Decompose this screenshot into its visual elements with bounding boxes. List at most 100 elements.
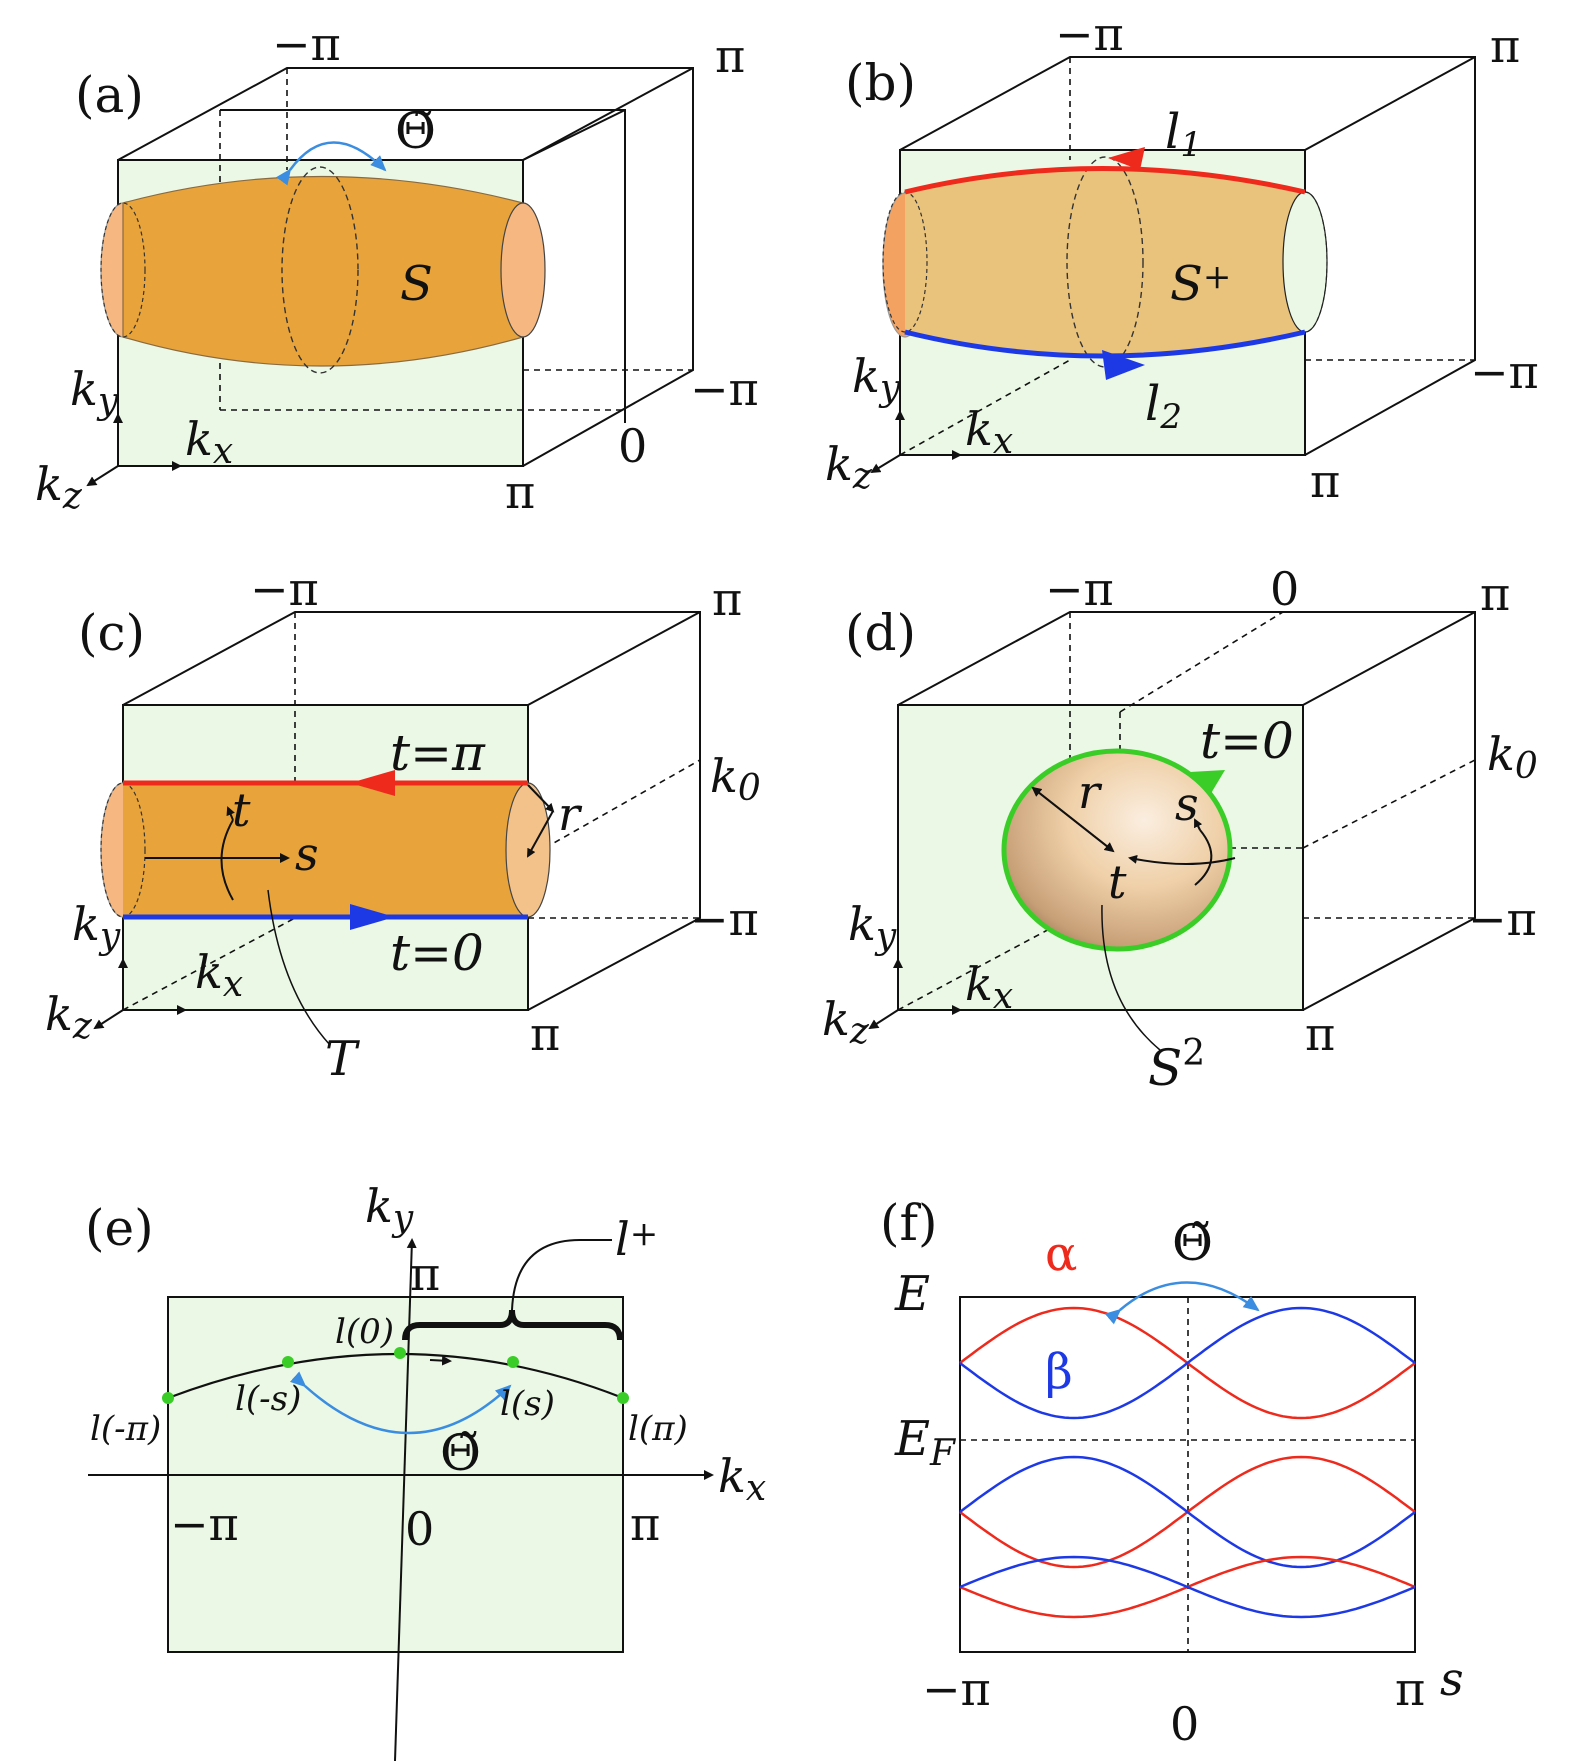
axis-kx: kx [185,412,233,472]
beta-label: β [1045,1344,1073,1400]
axis-kz: kz [822,992,870,1052]
t-top-label: t=π [390,724,486,782]
tick-zero: 0 [618,419,647,473]
tick-pi-bottom: π [1305,1007,1335,1061]
theta-tilde-arrow-icon [276,141,387,186]
tick-pi-y: π [410,1247,440,1301]
tick-pi-top: π [712,572,742,626]
tick-pi: π [1395,1662,1425,1716]
beta-band-2 [959,1455,1416,1569]
sphere-label: S2 [1148,1033,1205,1097]
surface-S [122,175,524,367]
beta-band-3 [959,1555,1416,1619]
panel-label: (f) [880,1194,938,1252]
t-bottom-label: t=0 [390,924,484,982]
y-label: E [894,1266,930,1322]
tick-neg-pi-right: −π [1470,345,1539,399]
band-curves [959,1306,1416,1619]
sphere-S2 [1001,748,1233,952]
axis-kx: kx [965,402,1013,462]
ef-label: EF [894,1411,957,1474]
line-label-top: l1 [1165,104,1202,165]
s-var: s [295,827,319,881]
axis-kx: kx [965,957,1013,1017]
line-l2 [904,329,1306,359]
axis-ky: ky [72,897,121,957]
theta-tilde-arrow-icon [289,1371,512,1435]
point-l-neg-pi [162,1392,174,1404]
point-l-s [507,1356,519,1368]
tick-pi-top: π [715,29,745,83]
line-l1 [904,166,1306,195]
l-pi-label: l(π) [628,1409,688,1449]
tick-neg-pi: −π [170,1497,239,1551]
t-zero-label: t=0 [1200,712,1294,770]
tick-neg-pi: −π [1045,562,1114,616]
t-var: t [1108,855,1127,909]
tick-neg-pi-right: −π [690,892,759,946]
tick-pi-top: π [1490,19,1520,73]
panel-f: Θ̃ (f) α β E EF s −π 0 π [880,1194,1464,1751]
tick-pi-bottom: π [530,1007,560,1061]
panel-c: (c) t=π t=0 t s r k0 T −π π −π π ky kx k… [45,562,761,1087]
tick-neg-pi: −π [1055,7,1124,61]
panel-b: (b) l1 l2 S+ −π π −π π ky kx kz [825,7,1539,508]
symmetry-label: Θ̃ [440,1424,481,1482]
axis-kz: kz [825,437,873,497]
tick-neg-pi-right: −π [690,362,759,416]
axis-ky: ky [848,897,897,957]
axis-kx: kx [195,945,243,1005]
axis-ky: ky [852,349,901,409]
l-neg-pi-label: l(-π) [90,1409,161,1449]
panel-e: (e) ky kx π −π 0 π l+ l(0) l(-s) l(s) l(… [85,1179,766,1761]
t-var: t [232,783,251,837]
panel-d: (d) t=0 r s t k0 S2 −π 0 π −π π ky kx kz [822,562,1538,1097]
panel-label: (a) [75,66,144,124]
surface-label: S [400,256,433,312]
l-neg-s-label: l(-s) [235,1379,301,1419]
x-label: s [1440,1652,1464,1706]
point-l0 [394,1347,406,1359]
symmetry-label: Θ̃ [395,102,436,160]
torus-label: T [325,1031,360,1087]
point-l-pi [617,1392,629,1404]
s-var: s [1175,777,1199,831]
panel-label: (c) [78,604,145,662]
tick-zero: 0 [1170,1697,1199,1751]
k0-label: k0 [710,749,761,809]
alpha-label: α [1045,1226,1077,1282]
tick-zero: 0 [1270,562,1299,616]
torus-T [123,783,528,917]
axis-kz: kz [45,987,93,1047]
tick-pi-bottom: π [505,465,535,519]
panel-label: (b) [845,54,916,112]
tick-neg-pi: −π [250,562,319,616]
panel-a: Θ̃ (a) S −π π −π 0 π ky kx kz [35,17,759,519]
l-plus-label: l+ [615,1212,658,1266]
tick-pi-bottom: π [1310,454,1340,508]
tick-neg-pi-right: −π [1468,892,1537,946]
axis-kx: kx [718,1449,766,1509]
panel-label: (d) [845,604,916,662]
beta-band-1 [959,1306,1416,1420]
axis-kz: kz [35,457,83,517]
tick-neg-pi: −π [922,1662,991,1716]
axis-ky: ky [70,362,119,422]
tick-pi-x: π [630,1497,660,1551]
k0-label: k0 [1487,727,1538,787]
r-var: r [1078,765,1103,819]
tick-pi-top: π [1480,567,1510,621]
l0-label: l(0) [335,1312,394,1352]
theta-tilde-arrow-icon [1104,1281,1260,1325]
symmetry-label: Θ̃ [1172,1214,1213,1272]
line-label-bottom: l2 [1145,376,1182,437]
surface-label: S+ [1170,256,1231,312]
l-s-label: l(s) [500,1384,555,1424]
panel-label: (e) [85,1199,154,1257]
tick-zero: 0 [405,1502,434,1556]
axis-ky: ky [365,1179,414,1239]
surface-S-plus [905,168,1305,356]
cap-right [500,202,546,338]
r-var: r [558,787,583,841]
